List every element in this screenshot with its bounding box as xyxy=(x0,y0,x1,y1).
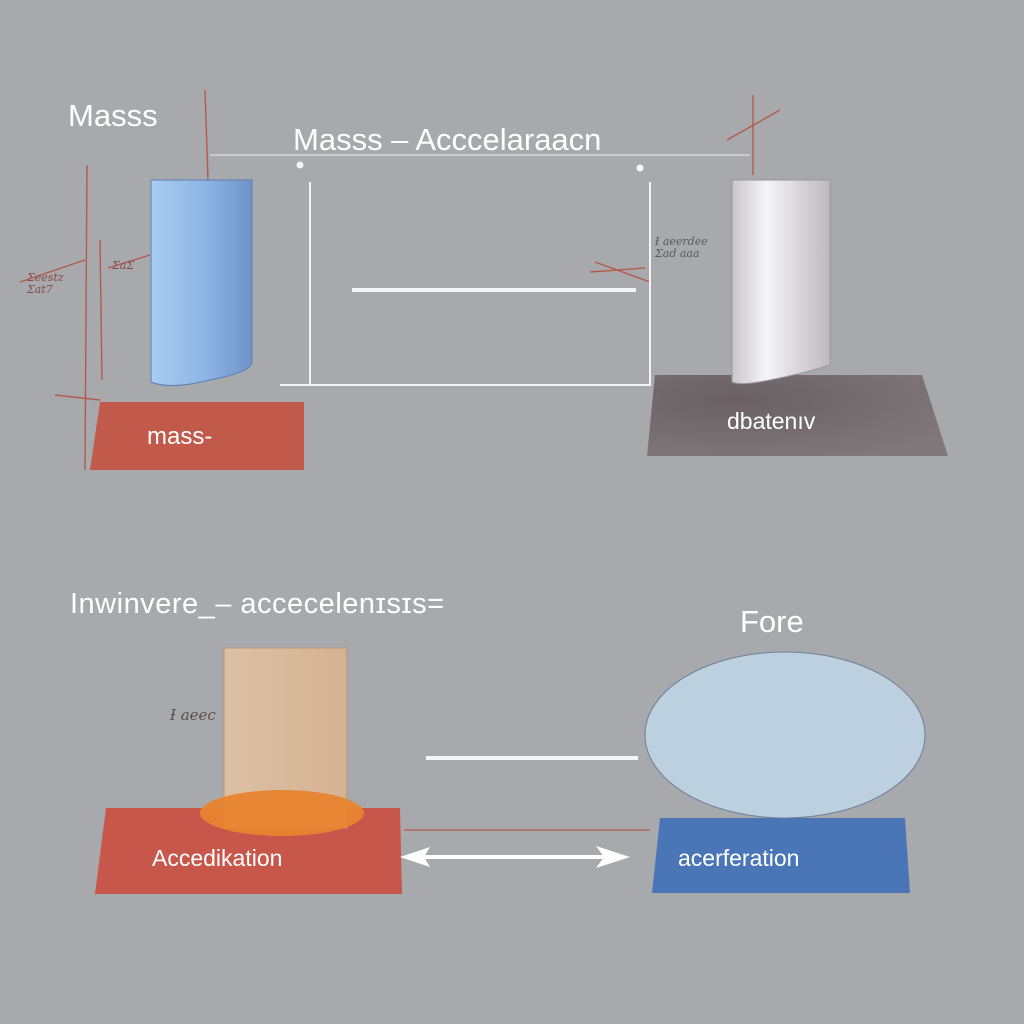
accel-left-label: Accedikation xyxy=(152,845,283,871)
accel-base-right xyxy=(652,818,910,893)
dark-base-label: dbatenıv xyxy=(727,408,816,434)
guide-lines-left xyxy=(19,89,209,471)
scribble-note-bottom: Ɨ aeec xyxy=(170,706,216,724)
blue-cylinder xyxy=(150,179,253,386)
mass-base xyxy=(90,402,304,470)
top-left-title: Masss xyxy=(68,98,158,133)
double-arrow xyxy=(400,846,630,868)
bottom-left-title: Inwinvere_– accecelenɪsɪs= xyxy=(70,588,445,620)
force-title: Fore xyxy=(740,604,804,639)
accel-right-label: acerferation xyxy=(678,845,800,871)
bottom-connector-lines xyxy=(404,756,650,831)
dark-base xyxy=(647,375,948,456)
mass-base-label: mass- xyxy=(147,423,213,450)
white-cylinder xyxy=(731,179,831,385)
top-center-title: Masss – Acccelaraacn xyxy=(293,122,602,157)
scribble-note-right: Ɨ aeerdee Ʃad aaa xyxy=(655,235,708,261)
guide-lines-right xyxy=(589,95,781,283)
orange-disc xyxy=(200,790,364,836)
scribble-note-left: Ʃeestz Ʃat7 xyxy=(27,271,64,297)
center-frame xyxy=(280,161,651,386)
force-ellipse xyxy=(644,651,926,819)
scribble-note-left-2: ƩaƩ xyxy=(112,259,135,272)
